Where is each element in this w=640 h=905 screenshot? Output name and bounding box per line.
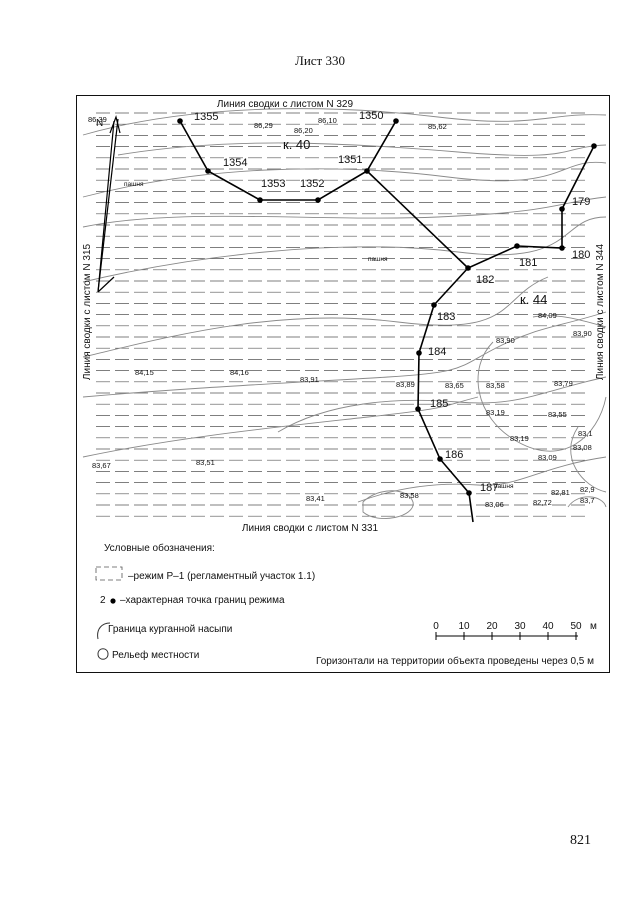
quarter-label: к. 40	[283, 137, 310, 152]
edge-label-bottom: Линия сводки с листом N 331	[242, 523, 379, 534]
mound-boundary-icon	[97, 622, 111, 640]
scale-tick-label: 10	[458, 621, 470, 632]
legend-point-text: –характерная точка границ режима	[120, 595, 285, 606]
elevation-label: 83,67	[92, 461, 111, 470]
elevation-label: 83,79	[554, 379, 573, 388]
legend-zone-text: –режим Р–1 (регламентный участок 1.1)	[128, 571, 315, 582]
legend-mound-text: Граница курганной насыпи	[108, 624, 232, 635]
relief-contour-icon	[97, 648, 109, 660]
north-arrow-label: N	[96, 118, 103, 129]
terrain-label: пашня	[124, 181, 144, 188]
legend-heading: Условные обозначения:	[104, 542, 215, 554]
point-label: 1355	[194, 111, 218, 123]
elevation-label: 84,09	[538, 311, 557, 320]
scale-unit: м	[590, 621, 597, 632]
elevation-label: 86,20	[294, 126, 313, 135]
page-number: 821	[570, 833, 591, 848]
elevation-label: 83,1	[578, 429, 593, 438]
edge-label-right: Линия сводки с листом N 344	[595, 243, 606, 380]
scale-bar	[435, 632, 578, 640]
scale-tick-label: 50	[570, 621, 582, 632]
point-label: 183	[437, 311, 455, 323]
point-label: 179	[572, 196, 590, 208]
elevation-label: 83,91	[300, 375, 319, 384]
point-label: 181	[519, 257, 537, 269]
elevation-label: 83,90	[573, 329, 592, 338]
map-frame	[76, 95, 610, 673]
elevation-label: 84,16	[230, 368, 249, 377]
elevation-label: 82,72	[533, 498, 552, 507]
elevation-label: 86,39	[88, 115, 107, 124]
elevation-label: 84,15	[135, 368, 154, 377]
elevation-label: 83,08	[573, 443, 592, 452]
contour-lines	[82, 108, 607, 519]
elevation-label: 83,58	[486, 381, 505, 390]
terrain-label: пашня	[494, 483, 514, 490]
boundary-point-dots	[177, 118, 597, 496]
elevation-label: 85,62	[428, 122, 447, 131]
scale-tick-label: 40	[542, 621, 554, 632]
elevation-label: 83,89	[396, 380, 415, 389]
legend-relief-text: Рельеф местности	[112, 649, 199, 661]
elevation-label: 86,29	[254, 121, 273, 130]
elevation-label: 83,7	[580, 496, 595, 505]
point-label: 186	[445, 449, 463, 461]
quarter-label: к. 44	[520, 292, 547, 307]
edge-label-left: Линия сводки с листом N 315	[82, 243, 93, 380]
site-plan-map: N Линия сводки с листом N 329 Линия свод…	[82, 99, 607, 534]
elevation-label: 83,09	[538, 453, 557, 462]
point-label: 1350	[359, 110, 383, 122]
point-label: 185	[430, 398, 448, 410]
elevation-label: 83,58	[400, 491, 419, 500]
point-label: 1352	[300, 178, 324, 190]
elevation-label: 83,51	[196, 458, 215, 467]
elevation-label: 83,19	[486, 408, 505, 417]
elevation-label: 83,55	[548, 410, 567, 419]
point-label: 182	[476, 274, 494, 286]
point-label: 184	[428, 346, 446, 358]
zone-hatch-sample	[95, 566, 123, 581]
elevation-label: 86,10	[318, 116, 337, 125]
boundary-point-icon	[110, 598, 116, 604]
point-label: 1354	[223, 157, 247, 169]
zone-boundary	[179, 120, 595, 523]
terrain-label: пашня	[368, 256, 388, 263]
north-arrow-icon	[97, 114, 121, 293]
sheet-title: Лист 330	[295, 53, 345, 68]
zone-hatch	[96, 112, 590, 517]
elevation-label: 83,65	[445, 381, 464, 390]
map-legend: Условные обозначения: –режим Р–1 (реглам…	[95, 542, 597, 667]
point-label: 180	[572, 249, 590, 261]
point-label: 1351	[338, 154, 362, 166]
legend-point-sample-number: 2	[100, 595, 106, 606]
elevation-label: 83,41	[306, 494, 325, 503]
edge-label-top: Линия сводки с листом N 329	[217, 99, 354, 110]
scale-tick-label: 30	[514, 621, 526, 632]
scale-tick-label: 0	[433, 621, 439, 632]
elevation-label: 82,9	[580, 485, 595, 494]
point-label: 1353	[261, 178, 285, 190]
scale-tick-label: 20	[486, 621, 498, 632]
point-label: 187	[480, 482, 498, 494]
elevation-label: 82,81	[551, 488, 570, 497]
elevation-label: 83,19	[510, 434, 529, 443]
contour-interval-note: Горизонтали на территории объекта провед…	[316, 655, 594, 667]
elevation-label: 83,06	[485, 500, 504, 509]
elevation-label: 83,90	[496, 336, 515, 345]
